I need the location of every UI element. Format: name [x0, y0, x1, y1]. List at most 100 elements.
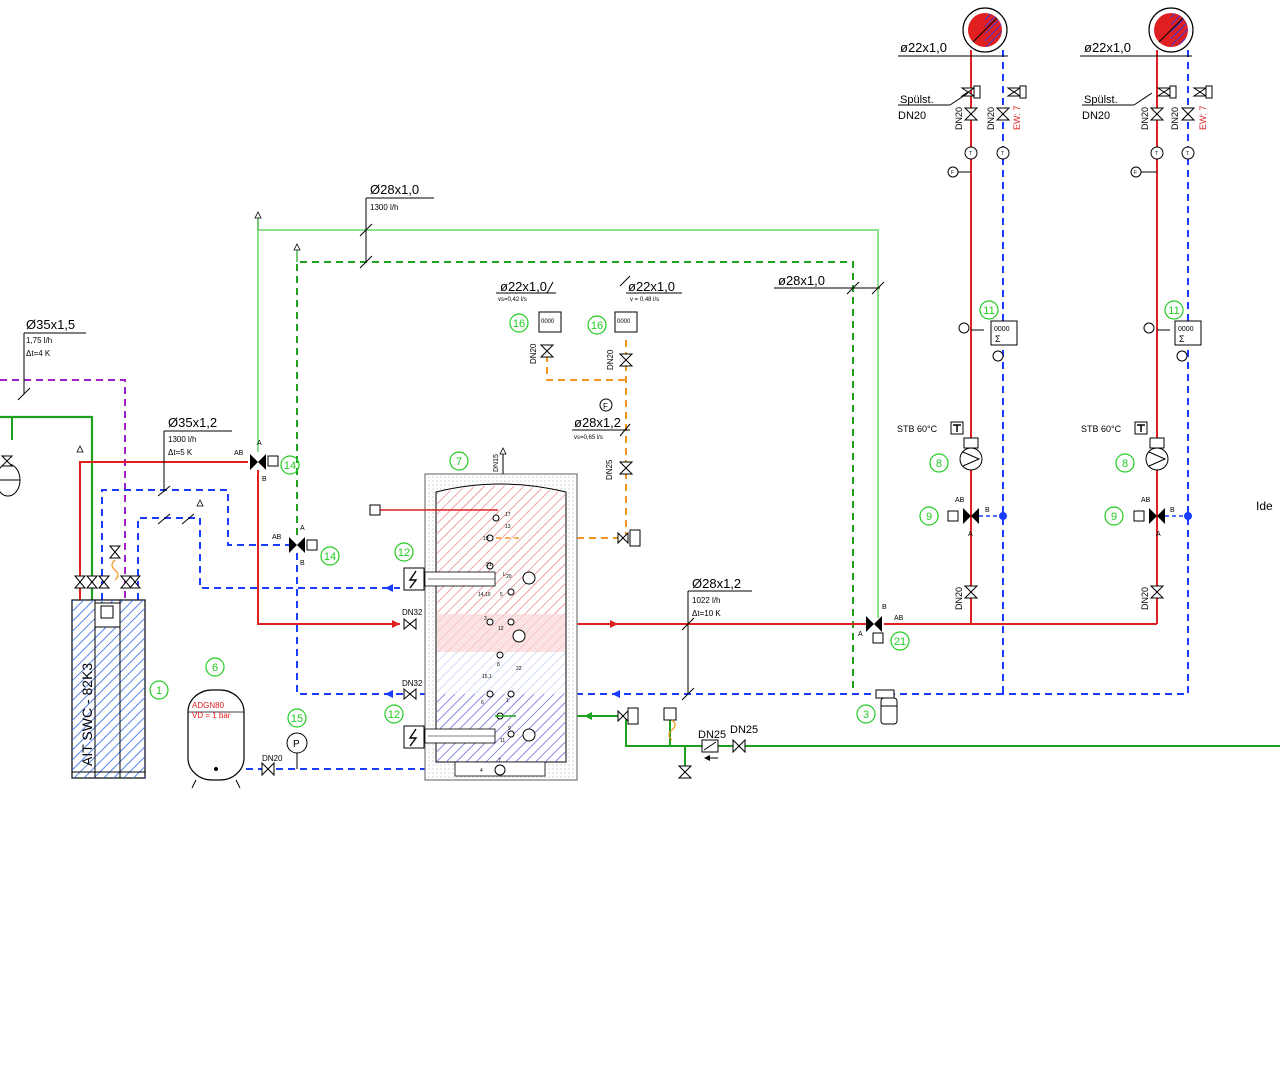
meter-16-right: 0000 DN20	[606, 311, 638, 370]
purple-pipe	[0, 379, 126, 600]
svg-text:16: 16	[591, 320, 603, 332]
svg-text:AB: AB	[234, 450, 244, 457]
svg-text:F: F	[951, 170, 954, 176]
dhw1-dim: ø22x1,0	[500, 279, 547, 294]
dhw-main-flow: vs=0,65 l/s	[574, 435, 603, 441]
svg-text:4: 4	[480, 768, 483, 774]
svg-text:Σ: Σ	[1179, 334, 1185, 344]
collector-dim: Ø35x1,5	[26, 317, 75, 332]
svg-text:15,1: 15,1	[482, 674, 492, 680]
svg-text:A: A	[300, 525, 305, 532]
svg-text:AB: AB	[955, 497, 965, 504]
svg-text:17: 17	[505, 512, 511, 518]
component-badges	[149, 300, 1184, 728]
svg-text:9: 9	[1111, 511, 1117, 523]
svg-text:8: 8	[936, 458, 942, 470]
cold-water-assembly: DN25 DN25	[663, 707, 758, 779]
ew-label-1: EW: 7	[1012, 106, 1022, 130]
hp-flow-dim: Ø35x1,2	[168, 415, 217, 430]
dhw1-flow: vs=0,42 l/s	[498, 297, 527, 303]
top-loop-solid	[257, 229, 879, 618]
svg-text:L: L	[503, 572, 506, 578]
svg-text:AB: AB	[894, 615, 904, 622]
top-loop-dashed	[296, 261, 854, 690]
riser2-dim: ø22x1,0	[1084, 40, 1131, 55]
svg-text:12: 12	[388, 709, 400, 721]
svg-text:T: T	[1186, 151, 1189, 157]
heatpump-supply-pipe-2	[257, 470, 400, 625]
svg-text:B: B	[300, 560, 305, 567]
meter-11-left: 0000 Σ	[958, 320, 1018, 362]
dhw-main-dim: ø28x1,2	[574, 415, 621, 430]
vessel-pressure: VD = 1 bar	[192, 711, 231, 720]
svg-text:B: B	[985, 507, 990, 514]
heatpump-label: AIT SWC - 82K3	[79, 663, 95, 766]
svg-text:DN20: DN20	[1170, 107, 1180, 130]
svg-text:0000: 0000	[617, 319, 631, 325]
tank-port-labels: 17 13 19 21 20 14,10 5 3 12 8 15,1 22 6 …	[478, 512, 522, 774]
svg-text:11: 11	[1168, 305, 1179, 317]
svg-text:22: 22	[516, 666, 522, 672]
expansion-vessel: ADGN80 VD = 1 bar	[187, 689, 245, 789]
radiator-2	[1148, 7, 1194, 53]
meter-16-left: 0000 DN20	[529, 311, 562, 364]
svg-text:AB: AB	[272, 534, 282, 541]
pump-dn20: DN20	[262, 754, 283, 763]
left-edge-component	[0, 455, 21, 497]
svg-text:12: 12	[398, 547, 410, 559]
svg-text:11: 11	[500, 738, 505, 744]
heating-main-dt: Δt=10 K	[692, 609, 721, 618]
arrow	[584, 712, 592, 720]
heating-main-flow: 1022 l/h	[692, 596, 720, 605]
heatpump-supply-pipe	[79, 461, 248, 600]
svg-text:DN20: DN20	[1140, 587, 1150, 610]
pump-8-left: STB 60°C	[897, 421, 983, 471]
svg-text:3: 3	[484, 616, 487, 622]
svg-text:0000: 0000	[541, 319, 555, 325]
svg-text:AB: AB	[1141, 497, 1151, 504]
svg-text:A: A	[257, 440, 262, 447]
svg-text:7: 7	[456, 456, 462, 468]
energy-meters: 0000 Σ 0000 Σ 0000 DN20 0000 DN20 DN25 F	[529, 311, 1202, 480]
svg-text:7: 7	[498, 758, 501, 764]
radiator-1	[962, 7, 1008, 53]
arrow	[392, 620, 400, 628]
svg-text:6: 6	[212, 662, 218, 674]
dn32-supply: DN32	[402, 608, 423, 617]
svg-text:1: 1	[506, 698, 509, 704]
spulst-2-dn: DN20	[1082, 110, 1110, 122]
dn32-return: DN32	[402, 679, 423, 688]
heatpump-return-1	[101, 489, 290, 600]
spulst-1-dn: DN20	[898, 110, 926, 122]
buffer-tank: 17 13 19 21 20 14,10 5 3 12 8 15,1 22 6 …	[369, 454, 578, 781]
hp-flow-dt: Δt=5 K	[168, 448, 193, 457]
riser-top-valves	[947, 85, 1213, 178]
svg-text:Σ: Σ	[995, 334, 1001, 344]
svg-text:B: B	[882, 604, 887, 611]
svg-text:F: F	[603, 402, 608, 411]
svg-text:A: A	[858, 631, 863, 638]
svg-text:21: 21	[894, 636, 906, 648]
hp-flow-rate: 1300 l/h	[168, 435, 196, 444]
svg-text:21: 21	[486, 562, 492, 568]
svg-text:5: 5	[500, 592, 503, 598]
heat-pump: AIT SWC - 82K3	[71, 545, 146, 779]
svg-text:T: T	[969, 151, 972, 157]
svg-text:DN20: DN20	[954, 587, 964, 610]
top-loop-flow: 1300 l/h	[370, 203, 398, 212]
svg-text:13: 13	[505, 524, 511, 530]
svg-text:8: 8	[1122, 458, 1128, 470]
svg-text:DN20: DN20	[1140, 107, 1150, 130]
radiators	[962, 7, 1194, 53]
valve-9-left: AB B A	[947, 497, 1007, 538]
valve-21: AB B A	[858, 604, 904, 644]
arrow	[385, 690, 393, 698]
svg-text:DN20: DN20	[606, 349, 615, 370]
svg-text:A: A	[1156, 531, 1161, 538]
dhw2-flow: v = 0,48 l/s	[630, 297, 659, 303]
svg-text:DN20: DN20	[954, 107, 964, 130]
svg-text:14: 14	[284, 460, 296, 472]
meter-11-right: 0000 Σ	[1143, 320, 1202, 362]
spulst-2: Spülst.	[1084, 94, 1118, 106]
